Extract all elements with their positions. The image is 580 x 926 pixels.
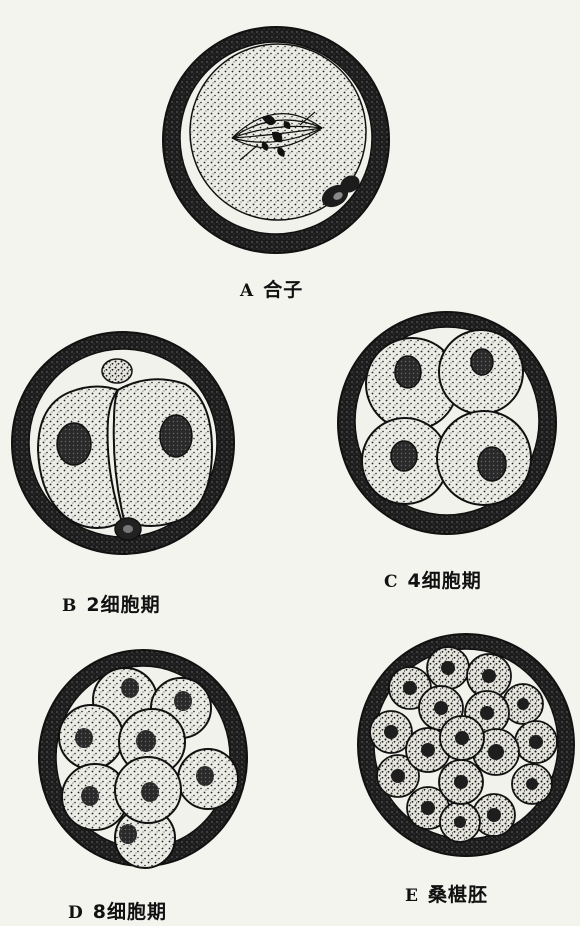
morula-drawing [358, 634, 574, 856]
caption-eight-cell-text: 8细胞期 [93, 901, 167, 923]
two-cell-drawing [12, 332, 234, 554]
caption-eight-cell: D 8细胞期 [68, 897, 167, 924]
zygote-drawing [163, 27, 389, 253]
caption-morula-text: 桑椹胚 [428, 884, 488, 906]
caption-morula-letter: E [405, 886, 419, 906]
caption-eight-cell-letter: D [68, 903, 84, 923]
caption-zygote-text: 合子 [263, 279, 303, 301]
caption-four-cell-text: 4细胞期 [408, 570, 482, 592]
caption-zygote: A 合子 [240, 275, 303, 302]
caption-two-cell: B 2细胞期 [62, 590, 161, 617]
caption-morula: E 桑椹胚 [405, 880, 488, 907]
caption-four-cell: C 4细胞期 [384, 566, 482, 593]
four-cell-drawing [338, 312, 556, 534]
caption-zygote-letter: A [240, 281, 254, 301]
eight-cell-drawing [39, 650, 247, 868]
caption-two-cell-text: 2细胞期 [86, 594, 160, 616]
caption-two-cell-letter: B [62, 596, 77, 616]
caption-four-cell-letter: C [384, 572, 399, 592]
